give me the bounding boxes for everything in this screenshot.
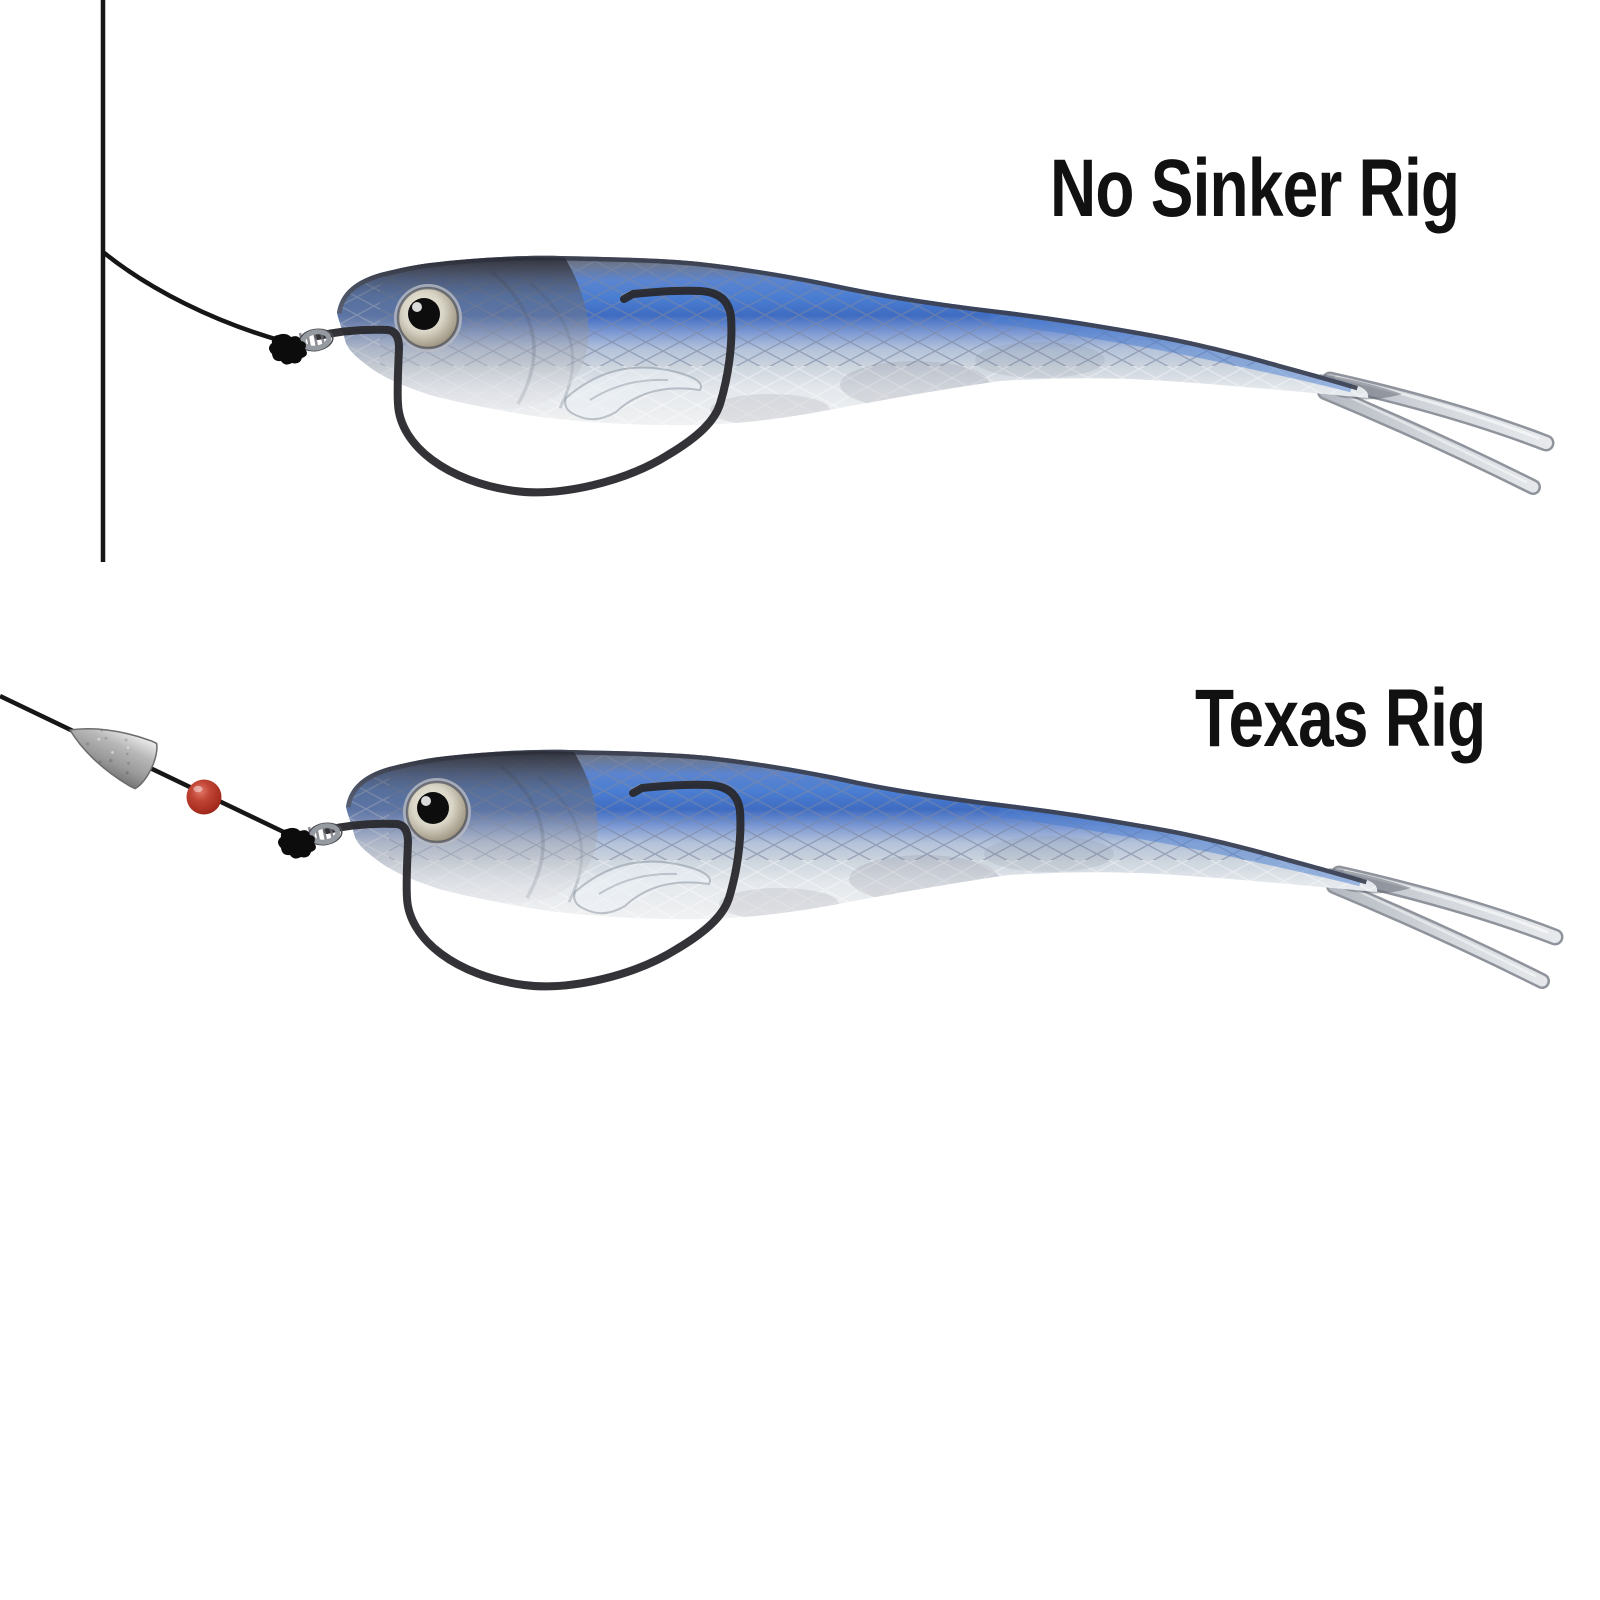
leader-line-to-hook	[101, 250, 283, 344]
bullet-sinker	[68, 728, 158, 790]
red-bead	[186, 779, 222, 815]
sinker-shine	[97, 737, 130, 754]
texas-rig-group	[0, 693, 1555, 986]
texas-rig-label: Texas Rig	[1195, 673, 1486, 764]
no-sinker-rig-label: No Sinker Rig	[1050, 143, 1460, 234]
no-sinker-lure	[269, 250, 1546, 492]
sinker-speckle	[86, 729, 130, 775]
texas-rig-lure	[278, 744, 1555, 986]
no-sinker-rig-group	[100, 0, 1546, 562]
